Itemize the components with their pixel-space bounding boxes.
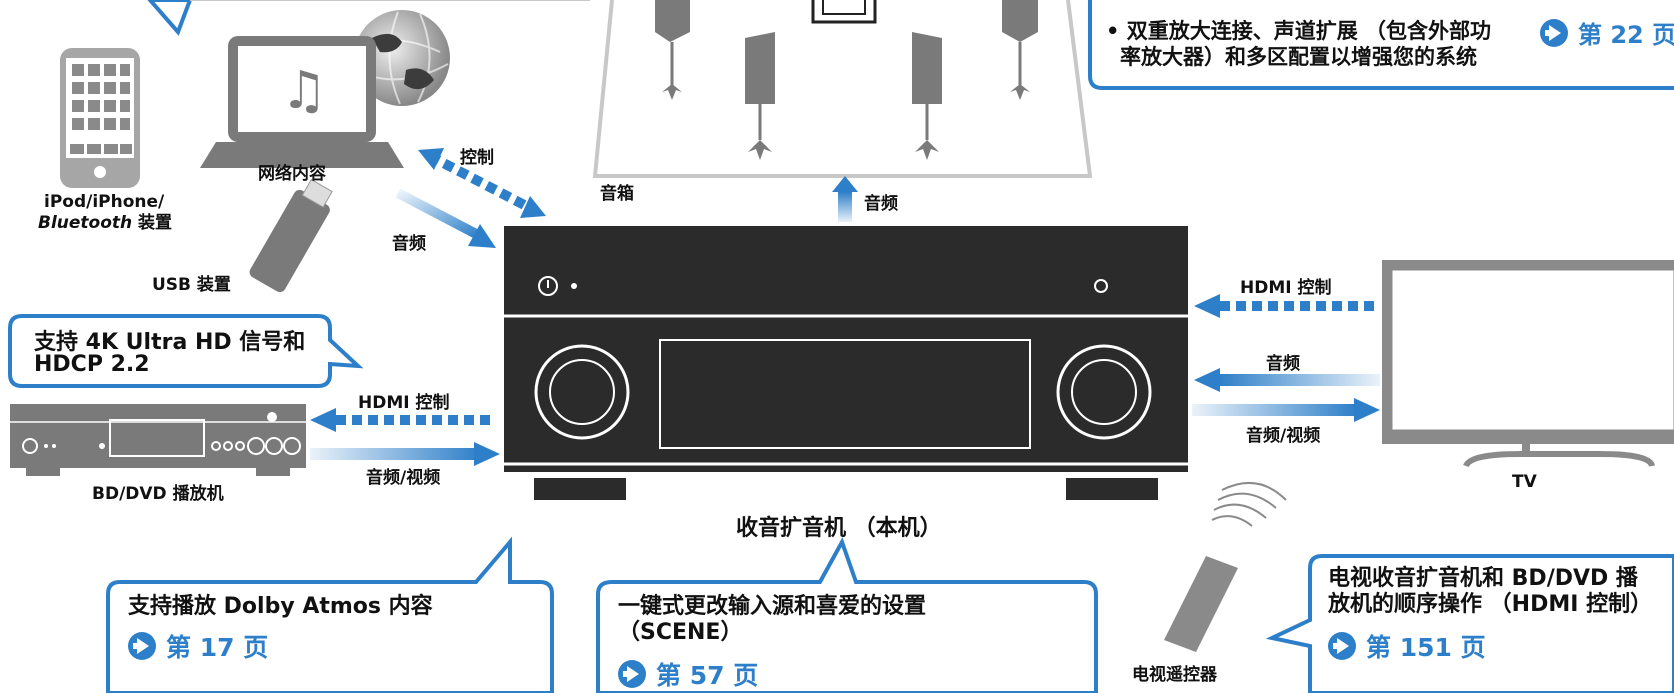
hdmi-line-1: 电视收音扩音机和 BD/DVD 播: [1328, 566, 1638, 591]
label-control: 控制: [460, 148, 494, 168]
bubble-tail-topleft: [147, 0, 193, 36]
audio-arrow-tv: [1194, 368, 1380, 392]
bubble-hdmi-control: [1265, 554, 1674, 693]
input-knob-icon: [534, 344, 630, 440]
speaker-room: [592, 0, 1093, 178]
label-hdmi-control-tv: HDMI 控制: [1240, 278, 1332, 298]
arrow-circle-icon: [128, 632, 156, 660]
display-panel: [659, 339, 1031, 449]
label-network: 网络内容: [258, 164, 326, 184]
music-note-icon: ♫: [281, 61, 328, 121]
label-audio-up: 音频: [864, 194, 898, 214]
arrow-circle-icon: [1540, 18, 1568, 47]
hdmi-control-arrow-bd: [310, 408, 496, 432]
ipod-iphone-icon: [60, 48, 140, 188]
dolby-line-1: 支持播放 Dolby Atmos 内容: [128, 594, 433, 619]
label-usb: USB 装置: [152, 275, 231, 295]
control-arrow: [418, 148, 546, 218]
page-ref-22[interactable]: 第 22 页: [1540, 15, 1674, 50]
label-audio-tv: 音频: [1266, 354, 1300, 374]
center-speaker-icon: [811, 0, 877, 24]
label-remote: 电视遥控器: [1132, 665, 1217, 685]
av-arrow-bd: [310, 442, 500, 466]
scene-line-2: （SCENE）: [618, 620, 743, 645]
volume-knob-icon: [1056, 344, 1152, 440]
page-ref-17[interactable]: 第 17 页: [128, 628, 268, 664]
page-ref-151[interactable]: 第 151 页: [1328, 628, 1486, 664]
speaker-icon: [1002, 0, 1038, 100]
label-ipod: iPod/iPhone/: [44, 192, 165, 212]
label-audio-sources: 音频: [392, 234, 426, 254]
speaker-icon: [912, 32, 942, 160]
label-receiver: 收音扩音机 （本机）: [736, 516, 942, 541]
power-button-icon: [538, 276, 558, 296]
receiver-unit: [504, 226, 1188, 500]
uhd-line-1: 支持 4K Ultra HD 信号和: [34, 330, 306, 355]
uhd-line-2: HDCP 2.2: [34, 352, 150, 377]
arrow-circle-icon: [1328, 632, 1356, 660]
usb-stick-icon: [249, 178, 333, 293]
laptop-icon: ♫: [200, 36, 404, 168]
info-line-1: • 双重放大连接、声道扩展 （包含外部功: [1106, 19, 1492, 43]
audio-arrow-sources: [395, 188, 496, 248]
bubble-dolby: [106, 536, 554, 693]
hdmi-control-arrow-tv: [1194, 294, 1378, 318]
info-box-topright: [1088, 0, 1674, 90]
bubble-uhd: [8, 314, 364, 388]
hdmi-line-2: 放机的顺序操作 （HDMI 控制）: [1328, 592, 1653, 617]
bd-dvd-player-icon: [10, 404, 306, 476]
label-bd-player: BD/DVD 播放机: [92, 484, 224, 504]
label-bluetooth: Bluetooth 装置: [38, 213, 173, 233]
label-speakers: 音箱: [600, 184, 634, 204]
globe-icon: [354, 10, 450, 106]
speaker-icon: [745, 32, 775, 160]
bubble-scene: [596, 537, 1098, 693]
label-av-bd: 音频/视频: [366, 468, 441, 488]
audio-arrow-up: [832, 176, 858, 222]
speaker-icon: [655, 0, 690, 100]
tv-remote-icon: [1164, 482, 1287, 652]
arrow-circle-icon: [618, 660, 646, 688]
label-tv: TV: [1512, 472, 1537, 492]
tv-icon: [1382, 260, 1674, 468]
label-hdmi-control-bd: HDMI 控制: [358, 393, 450, 413]
label-av-tv: 音频/视频: [1246, 426, 1321, 446]
page-ref-57[interactable]: 第 57 页: [618, 656, 758, 692]
scene-line-1: 一键式更改输入源和喜爱的设置: [618, 594, 927, 619]
info-line-2: 率放大器）和多区配置以增强您的系统: [1120, 45, 1477, 69]
av-arrow-tv: [1192, 398, 1380, 422]
